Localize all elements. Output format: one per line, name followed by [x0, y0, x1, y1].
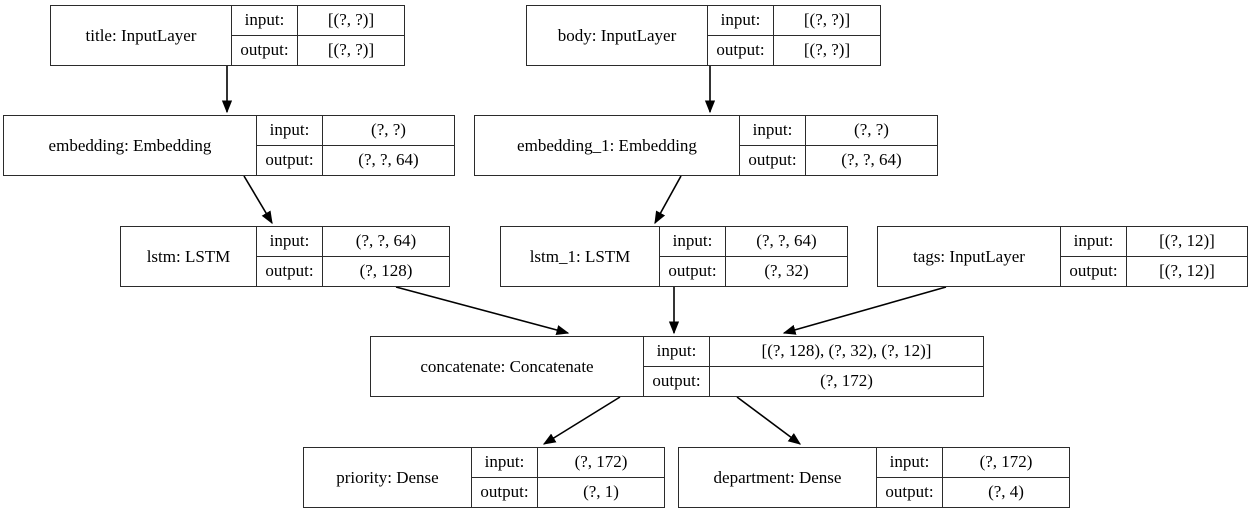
graph-edge-embedding-to-lstm [243, 175, 273, 225]
node-input-value-department: (?, 172) [942, 448, 1069, 477]
node-io-block-title: input: [(?, ?)] output: [(?, ?)] [231, 6, 404, 65]
node-label-title: title: InputLayer [85, 25, 197, 45]
node-io-block-concatenate: input:[(?, 128), (?, 32), (?, 12)]output… [643, 337, 983, 396]
node-output-label-department: output: [885, 482, 934, 502]
node-input-row-department: input: (?, 172) [877, 448, 1069, 478]
node-output-row-lstm: output: (?, 128) [257, 256, 449, 286]
node-output-row-department: output: (?, 4) [877, 477, 1069, 507]
node-output-row-title: output: [(?, ?)] [232, 35, 404, 65]
node-output-label-body: output: [716, 40, 765, 60]
node-output-value-concatenate: (?, 172) [709, 366, 983, 396]
node-output-row-priority: output: (?, 1) [472, 477, 664, 507]
node-io-block-lstm_1: input: (?, ?, 64) output: (?, 32) [659, 227, 847, 286]
node-input-label-concatenate: input: [656, 341, 697, 361]
graph-edge-concatenate-to-priority [542, 396, 621, 445]
graph-node-title[interactable]: title: InputLayer input: [(?, ?)] output: [(… [50, 5, 405, 66]
graph-node-concatenate[interactable]: concatenate: Concatenate input: [(?, 128),… [370, 336, 984, 397]
node-input-label-embedding_1: input: [752, 120, 793, 140]
node-label-priority: priority: Dense [336, 467, 439, 487]
node-output-value-department: (?, 4) [942, 477, 1069, 507]
graph-edge-concatenate-to-department [736, 396, 802, 445]
node-input-row-priority: input: (?, 172) [472, 448, 664, 478]
node-output-value-title: [(?, ?)] [297, 35, 404, 65]
node-output-value-lstm: (?, 128) [322, 256, 449, 286]
node-input-label-lstm_1: input: [672, 231, 713, 251]
node-input-row-concatenate: input: [(?, 128), (?, 32), (?, 12)] [644, 337, 983, 367]
node-input-value-embedding: (?, ?) [322, 116, 454, 145]
node-output-row-body: output: [(?, ?)] [708, 35, 880, 65]
node-io-block-embedding_1: input: (?, ?) output: (?, ?, 64) [739, 116, 937, 175]
node-input-label-priority: input: [484, 452, 525, 472]
node-output-value-priority: (?, 1) [537, 477, 664, 507]
node-label-lstm: lstm: LSTM [146, 246, 231, 266]
node-io-block-lstm: input: (?, ?, 64) output: (?, 128) [256, 227, 449, 286]
node-input-label-lstm: input: [269, 231, 310, 251]
node-input-value-body: [(?, ?)] [773, 6, 880, 35]
node-output-label-priority: output: [480, 482, 529, 502]
node-io-block-priority: input: (?, 172) output: (?, 1) [471, 448, 664, 507]
graph-edge-lstm-to-concatenate [395, 286, 570, 335]
graph-edge-tags-to-concatenate [782, 286, 947, 335]
graph-node-tags[interactable]: tags: InputLayer input: [(?, 12)] output: [(… [877, 226, 1248, 287]
node-output-row-lstm_1: output: (?, 32) [660, 256, 847, 286]
node-input-value-title: [(?, ?)] [297, 6, 404, 35]
node-input-value-lstm_1: (?, ?, 64) [725, 227, 847, 256]
node-output-value-body: [(?, ?)] [773, 35, 880, 65]
node-label-department: department: Dense [713, 467, 842, 487]
node-output-value-lstm_1: (?, 32) [725, 256, 847, 286]
node-output-label-embedding_1: output: [748, 150, 797, 170]
node-output-row-tags: output: [(?, 12)] [1061, 256, 1247, 286]
node-output-label-lstm_1: output: [668, 261, 717, 281]
node-input-label-department: input: [889, 452, 930, 472]
node-input-value-priority: (?, 172) [537, 448, 664, 477]
node-output-label-lstm: output: [265, 261, 314, 281]
graph-edge-embedding_1-to-lstm_1 [654, 175, 682, 225]
node-output-row-embedding: output: (?, ?, 64) [257, 145, 454, 175]
node-input-value-concatenate: [(?, 128), (?, 32), (?, 12)] [709, 337, 983, 366]
graph-node-embedding[interactable]: embedding: Embedding input: (?, ?) output: (… [3, 115, 455, 176]
node-input-row-body: input: [(?, ?)] [708, 6, 880, 36]
graph-node-department[interactable]: department: Dense input: (?, 172) output: (?… [678, 447, 1070, 508]
node-input-label-body: input: [720, 10, 761, 30]
node-output-label-tags: output: [1069, 261, 1118, 281]
node-label-tags: tags: InputLayer [913, 246, 1025, 266]
node-io-block-tags: input: [(?, 12)] output: [(?, 12)] [1060, 227, 1247, 286]
graph-node-lstm[interactable]: lstm: LSTM input: (?, ?, 64) output: (?, 128… [120, 226, 450, 287]
node-input-row-lstm: input: (?, ?, 64) [257, 227, 449, 257]
node-input-value-lstm: (?, ?, 64) [322, 227, 449, 256]
node-input-row-tags: input: [(?, 12)] [1061, 227, 1247, 257]
node-input-value-tags: [(?, 12)] [1126, 227, 1247, 256]
node-output-value-embedding_1: (?, ?, 64) [805, 145, 937, 175]
node-label-body: body: InputLayer [557, 25, 677, 45]
node-label-embedding: embedding: Embedding [48, 135, 212, 155]
node-io-block-body: input: [(?, ?)] output: [(?, ?)] [707, 6, 880, 65]
node-input-row-embedding: input: (?, ?) [257, 116, 454, 146]
node-output-label-embedding: output: [265, 150, 314, 170]
node-output-value-tags: [(?, 12)] [1126, 256, 1247, 286]
node-input-row-lstm_1: input: (?, ?, 64) [660, 227, 847, 257]
graph-node-body[interactable]: body: InputLayer input: [(?, ?)] output: [(?… [526, 5, 881, 66]
node-input-row-title: input: [(?, ?)] [232, 6, 404, 36]
node-io-block-embedding: input: (?, ?) output: (?, ?, 64) [256, 116, 454, 175]
node-input-label-title: input: [244, 10, 285, 30]
node-io-block-department: input: (?, 172) output: (?, 4) [876, 448, 1069, 507]
node-output-row-concatenate: output: (?, 172) [644, 366, 983, 396]
node-label-lstm_1: lstm_1: LSTM [529, 246, 631, 266]
node-label-embedding_1: embedding_1: Embedding [517, 135, 697, 155]
graph-node-priority[interactable]: priority: Dense input: (?, 172) output: (?, … [303, 447, 665, 508]
node-label-concatenate: concatenate: Concatenate [420, 356, 594, 376]
node-input-label-embedding: input: [269, 120, 310, 140]
node-output-label-concatenate: output: [652, 371, 701, 391]
node-output-row-embedding_1: output: (?, ?, 64) [740, 145, 937, 175]
node-output-value-embedding: (?, ?, 64) [322, 145, 454, 175]
node-input-row-embedding_1: input: (?, ?) [740, 116, 937, 146]
node-input-label-tags: input: [1073, 231, 1114, 251]
node-output-label-title: output: [240, 40, 289, 60]
node-input-value-embedding_1: (?, ?) [805, 116, 937, 145]
graph-node-lstm_1[interactable]: lstm_1: LSTM input: (?, ?, 64) output: (?, 3… [500, 226, 848, 287]
